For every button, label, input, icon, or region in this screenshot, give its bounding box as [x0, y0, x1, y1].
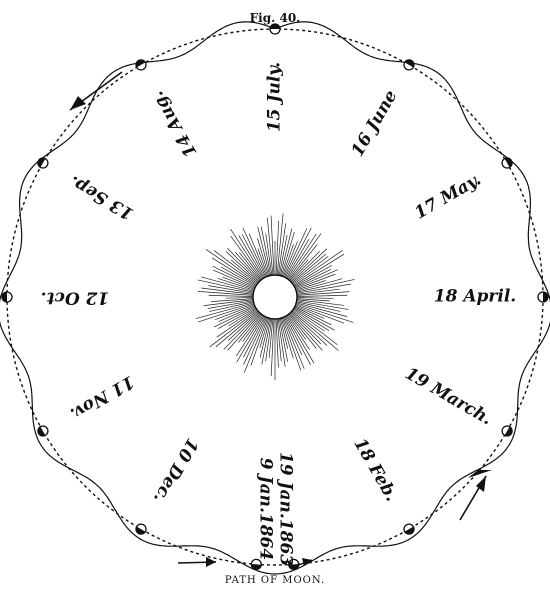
sun-ray — [296, 302, 340, 312]
date-label: 11 Nov. — [66, 371, 137, 424]
moon-icon — [502, 158, 512, 168]
arrow-icon — [178, 557, 216, 567]
sun-ray — [271, 216, 274, 275]
sun-ray — [276, 221, 279, 275]
date-label: 13 Sep. — [66, 171, 137, 224]
sun-disc — [253, 275, 297, 319]
date-label: 9 Jan.1864 — [256, 458, 276, 560]
moon-icon — [38, 158, 48, 168]
sun-ray — [209, 295, 253, 296]
moon-icon — [38, 426, 48, 436]
sun-ray — [271, 319, 274, 376]
sun-ray — [209, 302, 253, 312]
date-label: 10 Dec. — [149, 435, 202, 507]
sun-ray — [267, 218, 273, 276]
moon-icon — [2, 292, 12, 302]
sun-ray — [293, 250, 342, 284]
sun-icon — [196, 214, 355, 381]
sun-ray — [226, 298, 253, 299]
date-label: 18 Feb. — [349, 435, 401, 505]
sun-ray — [243, 228, 266, 277]
sun-ray — [224, 313, 260, 350]
date-label: 14 Aug. — [148, 87, 202, 160]
sun-ray — [260, 318, 270, 357]
moon-icon — [538, 292, 548, 302]
moon-icon — [404, 524, 414, 534]
moon-icon — [502, 426, 512, 436]
arrow-icon — [460, 470, 492, 520]
date-label: 19 March. — [401, 364, 495, 430]
sun-ray — [244, 317, 266, 365]
date-label: 16 June — [348, 87, 402, 161]
sun-ray — [297, 295, 347, 296]
moon-icon — [136, 524, 146, 534]
moon-icon — [404, 60, 414, 70]
date-label: 18 April. — [434, 287, 516, 307]
date-label: 12 Oct. — [41, 288, 110, 308]
date-label: 15 July. — [265, 62, 285, 132]
figure-caption: PATH OF MOON. — [225, 575, 325, 586]
moon-icon — [270, 24, 280, 34]
sun-ray — [277, 214, 283, 275]
sun-ray — [261, 226, 271, 275]
sun-ray — [284, 229, 306, 277]
moon-icon — [136, 60, 146, 70]
sun-ray — [258, 227, 270, 276]
sun-ray — [198, 280, 254, 292]
date-label: 19 Jan.1863 — [276, 452, 296, 566]
sun-ray — [243, 315, 262, 342]
arrow-icon — [70, 72, 122, 110]
date-label: 17 May. — [411, 170, 484, 224]
moon-icon — [251, 559, 261, 569]
sun-ray — [251, 318, 268, 366]
sun-ray — [297, 298, 333, 299]
sun-ray — [297, 299, 330, 301]
